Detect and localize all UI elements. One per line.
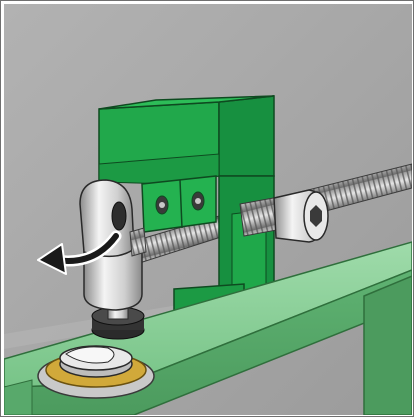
- hex-socket-bolt: [239, 189, 329, 243]
- round-foot-cap: [59, 345, 133, 378]
- mechanical-assembly-illustration: [4, 4, 412, 415]
- curved-arrow-icon: [37, 230, 122, 275]
